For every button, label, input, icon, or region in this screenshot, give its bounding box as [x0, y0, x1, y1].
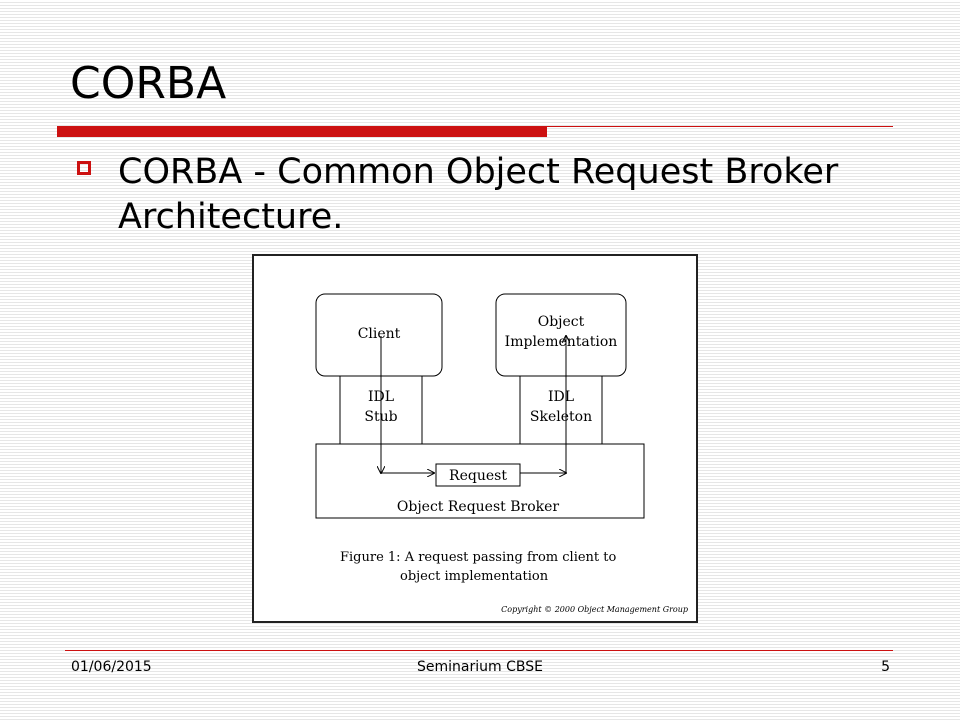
- corba-figure: Client Object Implementation IDL Stub ID…: [252, 254, 698, 623]
- request-label: Request: [449, 468, 507, 484]
- title-underline-thick: [57, 126, 547, 137]
- corba-diagram: Client Object Implementation IDL Stub ID…: [315, 293, 688, 614]
- orb-label: Object Request Broker: [397, 499, 560, 515]
- figure-caption-line-2: object implementation: [400, 569, 549, 584]
- footer-divider: [65, 650, 893, 651]
- figure-copyright: Copyright © 2000 Object Management Group: [501, 605, 688, 614]
- object-implementation-label-1: Object: [538, 314, 585, 330]
- idl-skeleton-label-1: IDL: [548, 389, 574, 405]
- bullet-square-icon: [77, 161, 91, 175]
- request-box: [435, 463, 521, 487]
- figure-caption-line-1: Figure 1: A request passing from client …: [340, 550, 616, 565]
- page-number: 5: [881, 659, 890, 675]
- bullet-text: CORBA - Common Object Request Broker Arc…: [118, 152, 839, 237]
- idl-skeleton-label-2: Skeleton: [530, 409, 592, 425]
- footer-center-text: Seminarium CBSE: [417, 659, 543, 675]
- idl-skeleton-box: [519, 375, 603, 445]
- object-implementation-label-2: Implementation: [505, 334, 618, 350]
- footer-date: 01/06/2015: [71, 659, 152, 675]
- slide-title: CORBA: [70, 58, 227, 109]
- title-underline-thin: [547, 126, 893, 127]
- client-label: Client: [358, 326, 401, 342]
